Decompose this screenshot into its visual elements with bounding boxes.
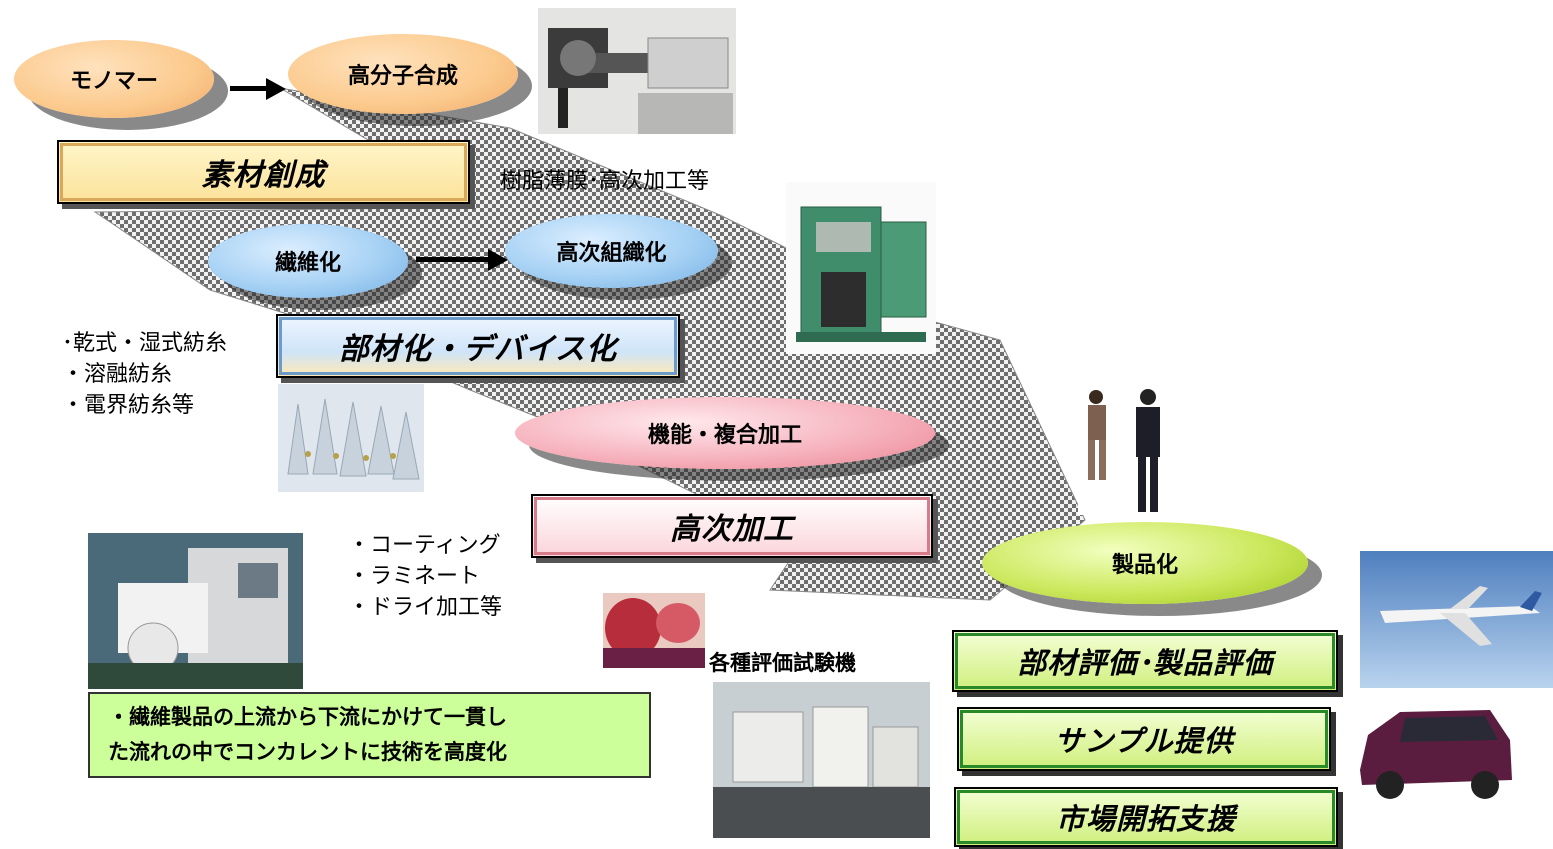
processing-note-line: ・ドライ加工等 bbox=[348, 595, 503, 620]
polymer-synthesis-node: 高分子合成 bbox=[288, 34, 518, 114]
people-photo bbox=[1078, 385, 1178, 515]
advanced-weaving-node: 高次組織化 bbox=[505, 214, 718, 288]
processing-note-line: ・ラミネート bbox=[348, 564, 481, 589]
arrow-head-icon bbox=[488, 249, 508, 271]
function-composite-label: 機能・複合加工 bbox=[647, 423, 802, 448]
sample-provision-label: サンプル提供 bbox=[1054, 724, 1234, 758]
fiberization-node: 繊維化 bbox=[208, 224, 408, 298]
material-creation-label: 素材創成 bbox=[201, 158, 326, 193]
polymer-synthesis-label: 高分子合成 bbox=[347, 64, 458, 89]
polymer-machine-photo bbox=[538, 8, 736, 134]
yarn-bobbins-photo bbox=[278, 384, 424, 492]
resin-film-note: 樹脂薄膜･高次加工等 bbox=[500, 169, 710, 194]
monomer-label: モノマー bbox=[69, 69, 158, 94]
spinning-note-line: ・電界紡糸等 bbox=[62, 393, 195, 418]
component-device-label: 部材化・デバイス化 bbox=[338, 332, 618, 367]
component-device-banner: 部材化・デバイス化 bbox=[276, 314, 680, 378]
test-machines-photo bbox=[713, 682, 930, 838]
processing-note-line: ・コーティング bbox=[348, 533, 501, 558]
sample-provision-banner: サンプル提供 bbox=[957, 707, 1331, 771]
fiberization-label: 繊維化 bbox=[274, 251, 341, 276]
arrow-head-icon bbox=[266, 78, 286, 100]
advanced-processing-banner: 高次加工 bbox=[531, 494, 933, 558]
monomer-node: モノマー bbox=[14, 40, 214, 118]
productization-label: 製品化 bbox=[1111, 553, 1178, 578]
coating-machine-photo bbox=[88, 533, 303, 689]
test-machines-caption: 各種評価試験機 bbox=[709, 651, 856, 675]
advanced-processing-label: 高次加工 bbox=[670, 512, 794, 547]
summary-box: ・繊維製品の上流から下流にかけて一貫し た流れの中でコンカレントに技術を高度化 bbox=[88, 692, 651, 778]
towel-photo bbox=[603, 593, 705, 668]
evaluation-label: 部材評価･製品評価 bbox=[1017, 646, 1273, 680]
advanced-weaving-label: 高次組織化 bbox=[556, 241, 667, 266]
airplane-photo bbox=[1360, 551, 1553, 688]
car-photo bbox=[1350, 700, 1520, 808]
summary-line: ・繊維製品の上流から下流にかけて一貫し bbox=[108, 705, 507, 729]
arrow-monomer-polymer bbox=[230, 86, 270, 91]
spinning-note-line: ･乾式・湿式紡糸 bbox=[62, 331, 228, 356]
material-creation-banner: 素材創成 bbox=[57, 140, 470, 204]
summary-line: た流れの中でコンカレントに技術を高度化 bbox=[108, 740, 507, 764]
processing-note: ・コーティング ・ラミネート ・ドライ加工等 bbox=[348, 530, 502, 623]
spinning-note: ･乾式・湿式紡糸 ・溶融紡糸 ・電界紡糸等 bbox=[62, 328, 227, 421]
productization-node: 製品化 bbox=[982, 522, 1308, 604]
market-support-label: 市場開拓支援 bbox=[1055, 802, 1236, 836]
arrow-fiber-weaving bbox=[416, 257, 492, 262]
spinning-note-line: ・溶融紡糸 bbox=[62, 362, 173, 387]
market-support-banner: 市場開拓支援 bbox=[954, 787, 1338, 847]
weaving-machine-photo bbox=[786, 182, 936, 354]
evaluation-banner: 部材評価･製品評価 bbox=[952, 630, 1338, 692]
function-composite-node: 機能・複合加工 bbox=[515, 397, 935, 469]
